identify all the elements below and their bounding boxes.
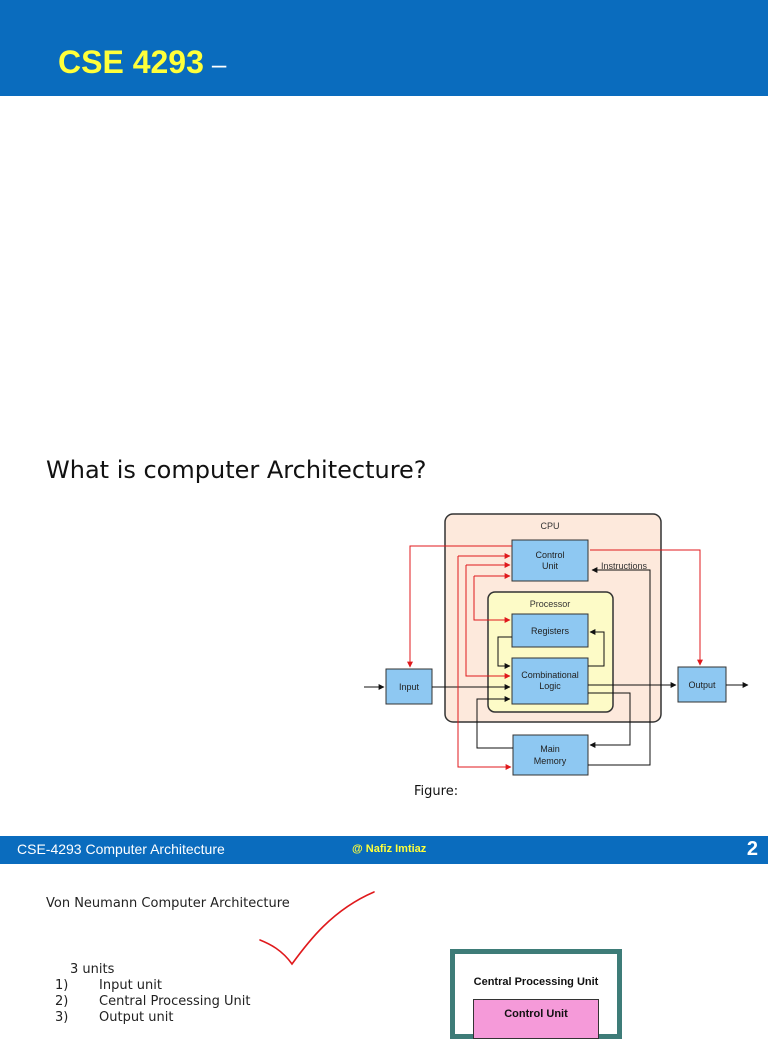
computer-architecture-diagram: CPU Processor Control Unit Registers Com… (364, 513, 749, 776)
list-item: 3) Output unit (55, 1010, 250, 1026)
control-unit-line1: Control (535, 550, 564, 560)
control-unit-box: Control Unit (473, 999, 599, 1039)
output-node (677, 666, 727, 703)
main-memory-line2: Memory (534, 756, 567, 766)
list-item-number: 3) (55, 1010, 69, 1025)
control-unit-line2: Unit (542, 561, 559, 571)
registers-label: Registers (531, 626, 570, 636)
combinational-logic-line1: Combinational (521, 670, 579, 680)
footer-page-number: 2 (746, 838, 758, 860)
list-item-number: 2) (55, 994, 69, 1009)
control-red-memory (457, 556, 512, 770)
main-memory-node (512, 734, 589, 776)
footer-author: @ Nafiz Imtiaz (352, 843, 427, 855)
list-item: 1) Input unit (55, 978, 250, 994)
figure-caption: Figure: (414, 784, 459, 799)
cpu-box-label: Central Processing Unit (473, 976, 599, 988)
output-label: Output (688, 680, 716, 690)
central-processing-unit-box: Central Processing Unit Control Unit (450, 949, 622, 1039)
registers-node (511, 613, 589, 648)
logic-to-memory (588, 692, 631, 748)
von-neumann-heading: Von Neumann Computer Architecture (46, 896, 290, 911)
control-to-input (407, 545, 512, 668)
handwritten-checkmark-icon (259, 891, 375, 966)
input-label: Input (399, 682, 420, 692)
footer-course-title: CSE-4293 Computer Architecture (17, 841, 225, 857)
slide-header: CSE 4293– (0, 0, 768, 96)
registers-to-logic (497, 636, 512, 669)
memory-instructions (588, 567, 651, 766)
question-heading: What is computer Architecture? (46, 456, 427, 484)
slide-title: CSE 4293– (58, 40, 226, 86)
memory-to-logic (476, 696, 513, 749)
input-node (385, 668, 433, 705)
slide-title-dash: – (211, 49, 227, 79)
list-item: 2) Central Processing Unit (55, 994, 250, 1010)
slide-footer: CSE-4293 Computer Architecture @ Nafiz I… (0, 836, 768, 864)
control-unit-node (511, 539, 589, 582)
main-memory-line1: Main (540, 744, 560, 754)
control-to-output (590, 549, 703, 666)
cpu-label: CPU (540, 521, 559, 531)
instructions-label: Instructions (601, 561, 648, 571)
logic-to-registers (588, 629, 605, 667)
units-list: 1) Input unit 2) Central Processing Unit 3… (55, 978, 250, 1026)
units-label: 3 units (70, 962, 115, 977)
combinational-logic-line2: Logic (539, 681, 561, 691)
list-item-text: Input unit (99, 978, 162, 993)
list-item-text: Output unit (99, 1010, 174, 1025)
processor-label: Processor (530, 599, 571, 609)
control-red-registers (473, 576, 511, 623)
list-item-text: Central Processing Unit (99, 994, 251, 1009)
list-item-number: 1) (55, 978, 69, 993)
combinational-logic-node (511, 657, 589, 705)
control-red-logic (465, 565, 511, 679)
slide-title-text: CSE 4293 (58, 44, 204, 80)
